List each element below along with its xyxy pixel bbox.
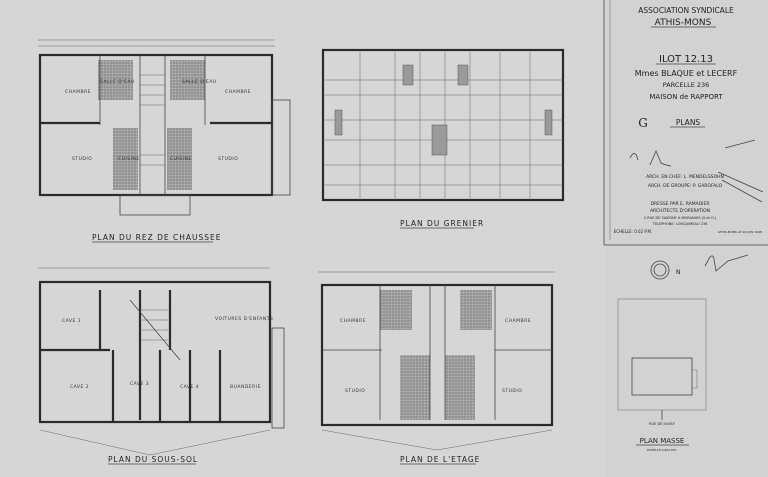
- room-label: CHAMBRE: [340, 318, 366, 324]
- room-label: CHAMBRE: [505, 318, 531, 324]
- plan-title: PLAN DU GRENIER: [400, 219, 484, 228]
- phone: TELEPHONE: LONGJUMEAU 236: [652, 222, 708, 226]
- sheet-title: PLANS: [676, 118, 701, 127]
- room-label: SALLE D'EAU: [182, 79, 217, 85]
- street-label: RUE DE JUVISY: [649, 422, 676, 426]
- room-label: CAVE 1: [62, 318, 81, 324]
- signature-icon: [629, 149, 672, 167]
- handwritten-annotation-icon: [717, 139, 764, 203]
- plan-title: PLAN DE L'ETAGE: [400, 455, 480, 464]
- room-label: CAVE 2: [70, 384, 89, 390]
- plan-scale: ECHELLE 0.002 P.M.: [647, 448, 677, 452]
- building-type: MAISON de RAPPORT: [649, 93, 723, 101]
- room-label: VOITURES D'ENFANTS: [215, 316, 273, 322]
- room-label: CHAMBRE: [65, 89, 91, 95]
- room-label: STUDIO: [218, 156, 238, 162]
- scale: ECHELLE: 0.02 P.M.: [614, 229, 652, 234]
- arch-chef: ARCH. EN CHEF: L. MENDELSSOHN: [646, 174, 724, 180]
- room-label: BUANDERIE: [230, 384, 261, 390]
- owners: Mmes BLAQUE et LECERF: [635, 69, 738, 78]
- room-label: CHAMBRE: [225, 89, 251, 95]
- parcelle: PARCELLE 236: [663, 81, 710, 89]
- sheet-number: G: [638, 116, 648, 130]
- plan-etage: CHAMBRE CHAMBRE STUDIO STUDIO PLAN DE L'…: [318, 271, 555, 465]
- address: 2 RUE DE SAVIGNY A MORANGIS (S.et O.): [644, 216, 717, 220]
- north-label: N: [676, 269, 681, 276]
- plan-rez-de-chaussee: CHAMBRE CHAMBRE STUDIO STUDIO CUISINE CU…: [38, 39, 291, 243]
- dresse-par: DRESSE PAR E. RAMADIER: [651, 201, 710, 207]
- architect-role: ARCHITECTE D'OPERATION: [650, 208, 710, 214]
- room-label: CUISINE: [170, 156, 192, 162]
- association-name: ASSOCIATION SYNDICALE: [638, 6, 734, 15]
- arch-groupe: ARCH. DE GROUPE: P. GAROFALO: [648, 183, 723, 189]
- room-label: STUDIO: [345, 388, 365, 394]
- date: ATHIS-MONS LE 20 JUIN 1948: [718, 230, 762, 234]
- room-label: SALLE D'EAU: [100, 79, 135, 85]
- room-label: CAVE 4: [180, 384, 199, 390]
- plan-sous-sol: CAVE 1 CAVE 2 CAVE 3 CAVE 4 VOITURES D'E…: [38, 267, 285, 465]
- signature-icon: [704, 254, 749, 272]
- plan-masse: N RUE DE JUVISY PLAN MASSE ECHELLE 0.002…: [617, 254, 749, 452]
- plan-title: PLAN MASSE: [640, 437, 685, 445]
- north-arrow-icon: [650, 260, 670, 280]
- room-label: STUDIO: [72, 156, 92, 162]
- ilot-number: ILOT 12.13: [659, 54, 713, 65]
- room-label: CAVE 3: [130, 381, 149, 387]
- plan-title: PLAN DU SOUS-SOL: [108, 455, 198, 464]
- room-label: STUDIO: [502, 388, 522, 394]
- room-label: CUISINE: [118, 156, 140, 162]
- town-name: ATHIS-MONS: [655, 18, 712, 28]
- plan-grenier: PLAN DU GRENIER: [321, 48, 565, 229]
- title-block: ASSOCIATION SYNDICALE ATHIS-MONS ILOT 12…: [603, 0, 768, 246]
- plan-title: PLAN DU REZ DE CHAUSSEE: [92, 233, 222, 242]
